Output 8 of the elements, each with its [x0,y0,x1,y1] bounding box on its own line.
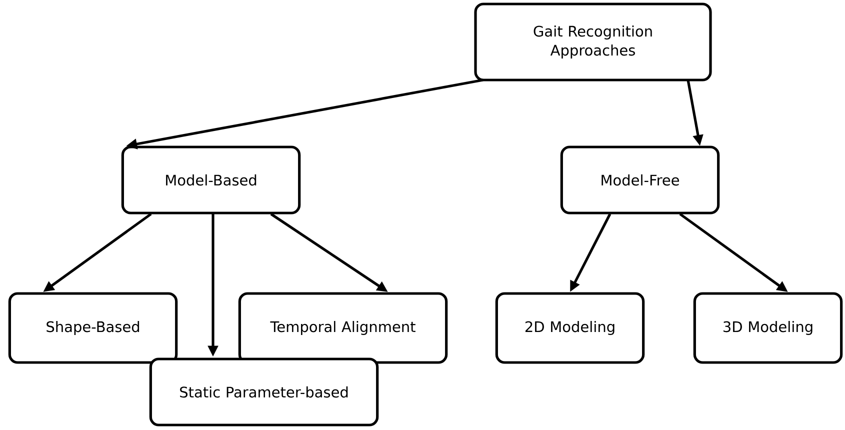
category-box: 3D Modeling [693,292,843,364]
category-box: Static Parameter-based [149,358,379,426]
category-box: Model-Free [560,146,720,214]
category-box: 2D Modeling [495,292,645,364]
category-box: Gait Recognition Approaches [474,2,712,82]
category-box: Temporal Alignment [238,292,448,364]
category-box: Model-Based [121,146,301,214]
category-box: Shape-Based [8,292,178,364]
